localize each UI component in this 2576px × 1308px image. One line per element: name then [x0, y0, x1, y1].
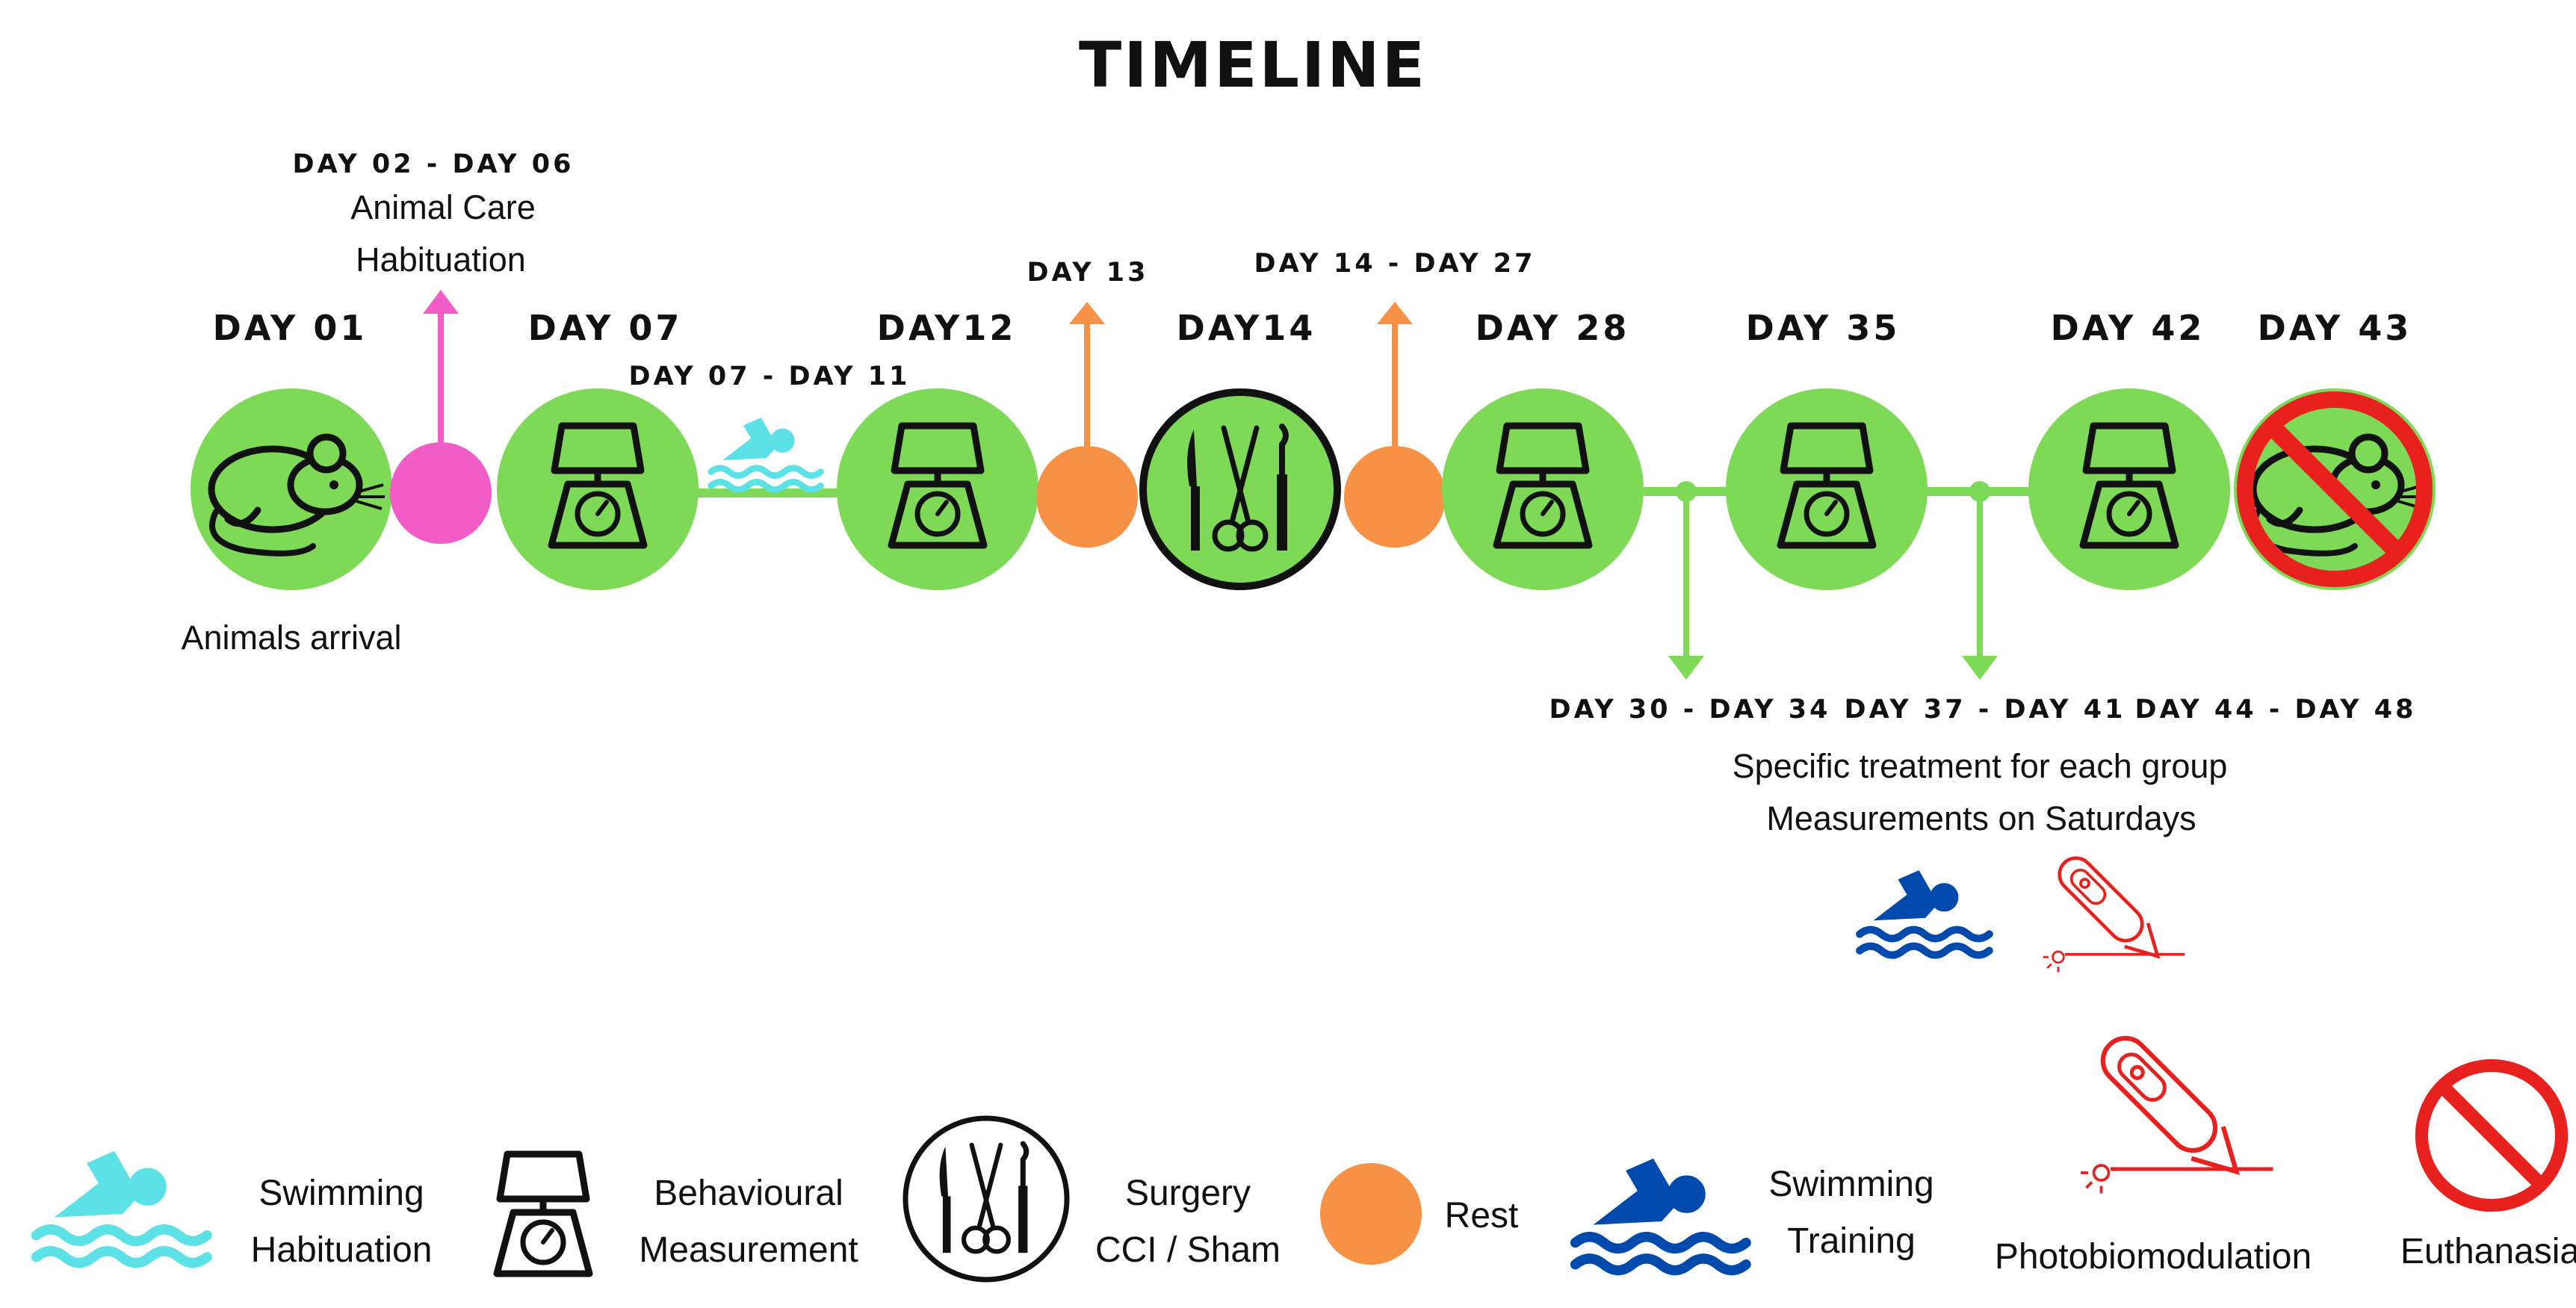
node-rest — [1344, 446, 1446, 548]
node-day35 — [1726, 388, 1928, 590]
range-treatment-1: DAY 30 - DAY 34 — [1549, 695, 1831, 725]
green-arrow-1-head — [1668, 656, 1704, 680]
swimmer-blue-icon — [1576, 1159, 1746, 1271]
swimmer-icon — [711, 418, 821, 490]
range-treatment-3: DAY 44 - DAY 48 — [2134, 695, 2417, 725]
page-title: TIMELINE — [1079, 28, 1427, 102]
note-habituation: Habituation — [356, 241, 526, 279]
range-day13: DAY 13 — [1027, 258, 1149, 288]
treatment-icons — [1860, 852, 2185, 973]
surgical-tools-icon — [940, 1144, 1028, 1253]
surgery-legend-ring — [902, 1115, 1070, 1283]
node-day28 — [1442, 388, 1644, 590]
no-sign-icon — [2421, 1065, 2561, 1205]
note-animal-care: Animal Care — [350, 188, 536, 226]
node-day12 — [837, 388, 1038, 590]
range-swim: DAY 07 - DAY 11 — [628, 362, 911, 391]
label-day07: DAY 07 — [527, 308, 683, 348]
swimmer-cyan-icon — [37, 1152, 207, 1263]
pink-arrow-head — [423, 290, 459, 314]
treatment-junction-1 — [1676, 481, 1697, 502]
label-day28: DAY 28 — [1475, 308, 1630, 348]
treatment-junction-2 — [1969, 481, 1990, 502]
legend-icons — [37, 1029, 2562, 1283]
legend-rest: Rest — [1444, 1196, 1519, 1236]
label-day01: DAY 01 — [212, 308, 368, 348]
timeline-nodes — [191, 388, 2436, 590]
legend-photobiomodulation: Photobiomodulation — [1994, 1237, 2312, 1277]
note-measurements: Measurements on Saturdays — [1766, 799, 2196, 837]
node-day13 — [1036, 446, 1138, 548]
label-day14: DAY14 — [1176, 308, 1316, 348]
rest-dot-icon — [1320, 1163, 1422, 1265]
orange-arrow-2-head — [1377, 302, 1413, 324]
node-day07 — [497, 388, 699, 590]
label-day12: DAY12 — [876, 308, 1017, 348]
scale-icon — [497, 1154, 589, 1274]
legend-euthanasia: Euthanasia — [2400, 1232, 2576, 1271]
laser-pen-icon — [2081, 1029, 2273, 1193]
green-arrow-2-head — [1962, 656, 1998, 680]
node-day42 — [2028, 388, 2230, 590]
label-day43: DAY 43 — [2257, 308, 2412, 348]
orange-arrow-1-head — [1069, 302, 1105, 324]
range-habituation: DAY 02 - DAY 06 — [292, 149, 575, 179]
node-habituation — [390, 442, 492, 544]
range-treatment-2: DAY 37 - DAY 41 — [1844, 695, 2126, 725]
swimmer-blue-icon — [1860, 871, 1989, 955]
label-day35: DAY 35 — [1745, 308, 1901, 348]
label-day42: DAY 42 — [2050, 308, 2205, 348]
arrows — [423, 290, 1998, 680]
range-rest: DAY 14 - DAY 27 — [1254, 249, 1536, 279]
laser-pen-icon — [2043, 852, 2185, 973]
note-animals-arrival: Animals arrival — [181, 619, 402, 657]
note-treatment: Specific treatment for each group — [1732, 747, 2228, 785]
